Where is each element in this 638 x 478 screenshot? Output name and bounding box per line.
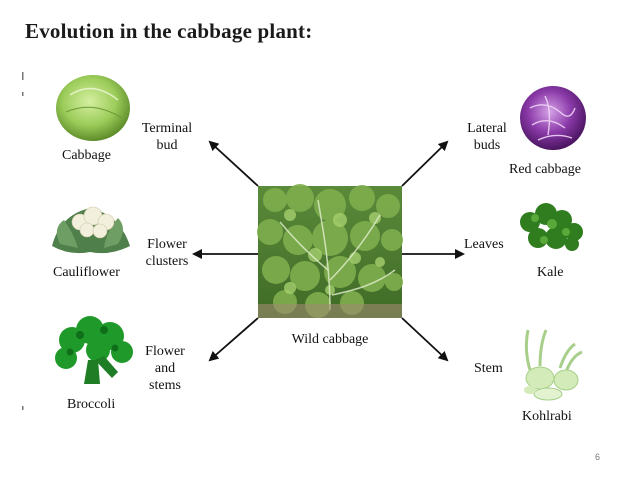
broccoli-label: Broccoli <box>67 397 116 412</box>
red-cabbage-part-label: Lateral buds <box>456 120 518 154</box>
cabbage-part-label: Terminal bud <box>134 120 200 154</box>
cauliflower-label: Cauliflower <box>53 265 120 280</box>
wild-cabbage-label: Wild cabbage <box>291 332 369 347</box>
kale-image <box>520 203 583 251</box>
kale-part-label: Leaves <box>464 237 504 252</box>
kohlrabi-part-label: Stem <box>474 361 503 376</box>
arrow-to-broccoli <box>208 317 259 362</box>
broccoli-part-line: Flower <box>145 344 185 359</box>
cabbage-label: Cabbage <box>62 148 111 163</box>
cabbage-part-line: bud <box>156 138 178 153</box>
broccoli-part-line: stems <box>149 378 181 393</box>
cauliflower-part-line: Flower <box>147 237 187 252</box>
wild-cabbage-image <box>257 184 403 318</box>
kohlrabi-label: Kohlrabi <box>522 409 572 424</box>
broccoli-part-line: and <box>154 361 176 376</box>
cauliflower-part-line: clusters <box>145 254 189 269</box>
page-number: 6 <box>594 452 600 462</box>
kohlrabi-image <box>524 329 583 401</box>
broccoli-part-label: Flower and stems <box>134 343 196 394</box>
broccoli-image <box>55 316 133 384</box>
cabbage-image <box>56 75 130 141</box>
arrow-to-red-cabbage <box>401 140 449 187</box>
red-cabbage-image <box>520 86 586 150</box>
cauliflower-image <box>52 206 130 254</box>
red-cabbage-label: Red cabbage <box>509 162 581 177</box>
arrow-to-kohlrabi <box>401 317 449 362</box>
red-cabbage-part-line: buds <box>473 138 501 153</box>
slide-title: Evolution in the cabbage plant: <box>25 19 313 43</box>
cauliflower-part-label: Flower clusters <box>136 236 198 270</box>
cabbage-part-line: Terminal <box>141 121 193 136</box>
red-cabbage-part-line: Lateral <box>467 121 507 136</box>
kale-label: Kale <box>537 265 564 280</box>
arrow-to-cabbage <box>208 140 259 187</box>
arrows <box>192 140 465 362</box>
